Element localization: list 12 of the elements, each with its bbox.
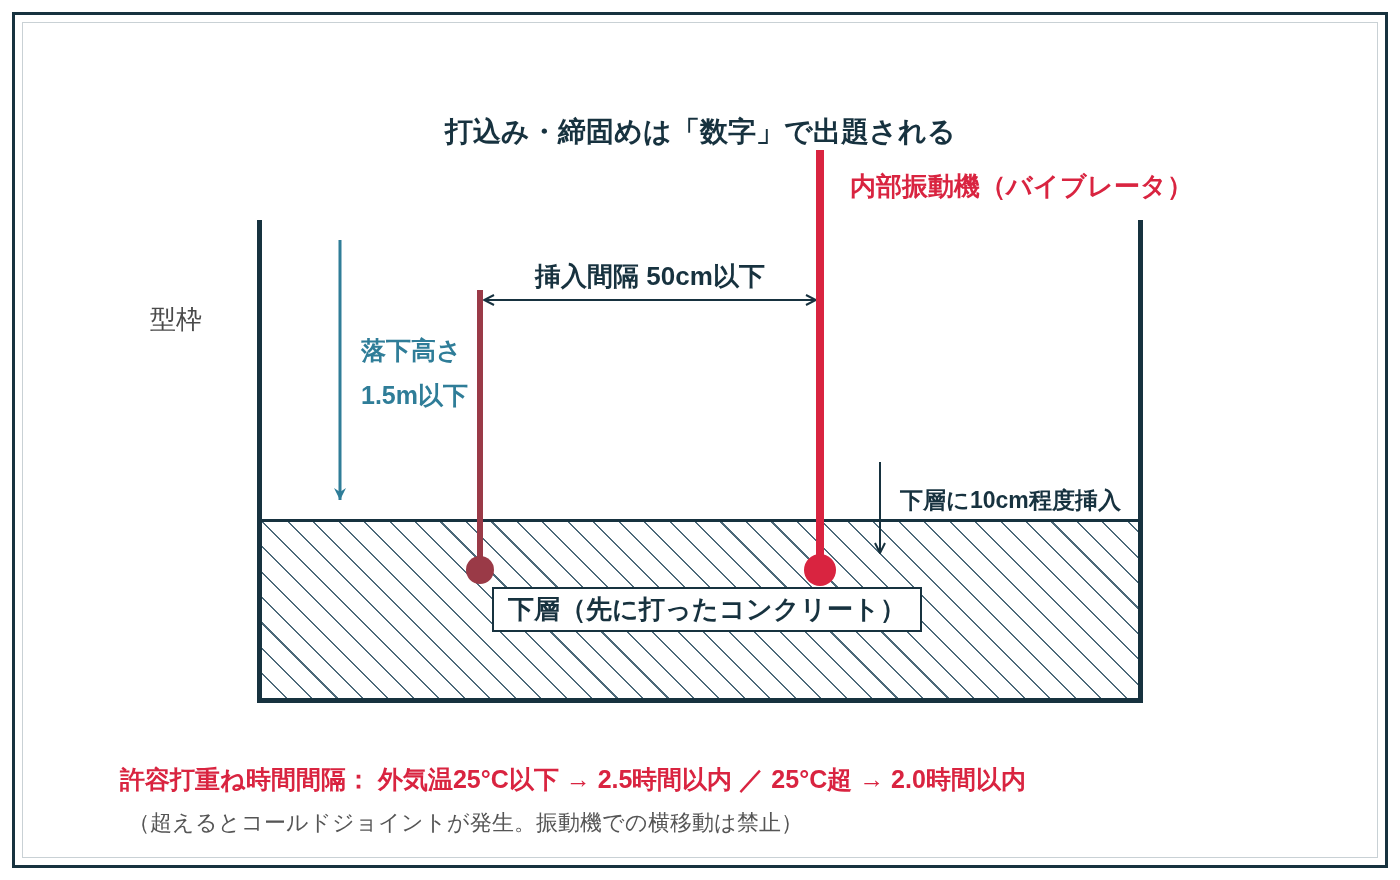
- hatched-concrete-layer: [262, 519, 1138, 698]
- drop-height-label: 落下高さ: [361, 336, 462, 365]
- formwork-label: 型枠: [150, 305, 202, 335]
- title: 打込み・締固めは「数字」で出題される: [444, 116, 956, 149]
- drop-height-value: 1.5m以下: [361, 381, 468, 410]
- formwork: [257, 220, 1143, 703]
- rule-text: 許容打重ね時間間隔： 外気温25°C以下 → 2.5時間以内 ／ 25°C超 → 2.0時間以内: [120, 765, 1026, 794]
- layer-label-box: 下層（先に打ったコンクリート）: [492, 587, 922, 633]
- dimension-label: 挿入間隔 50cm以下: [535, 262, 765, 292]
- note-text: （超えるとコールドジョイントが発生。振動機での横移動は禁止）: [128, 810, 803, 836]
- insertion-depth-label: 下層に10cm程度挿入: [900, 487, 1121, 514]
- vibrator-label: 内部振動機（バイブレータ）: [850, 172, 1193, 202]
